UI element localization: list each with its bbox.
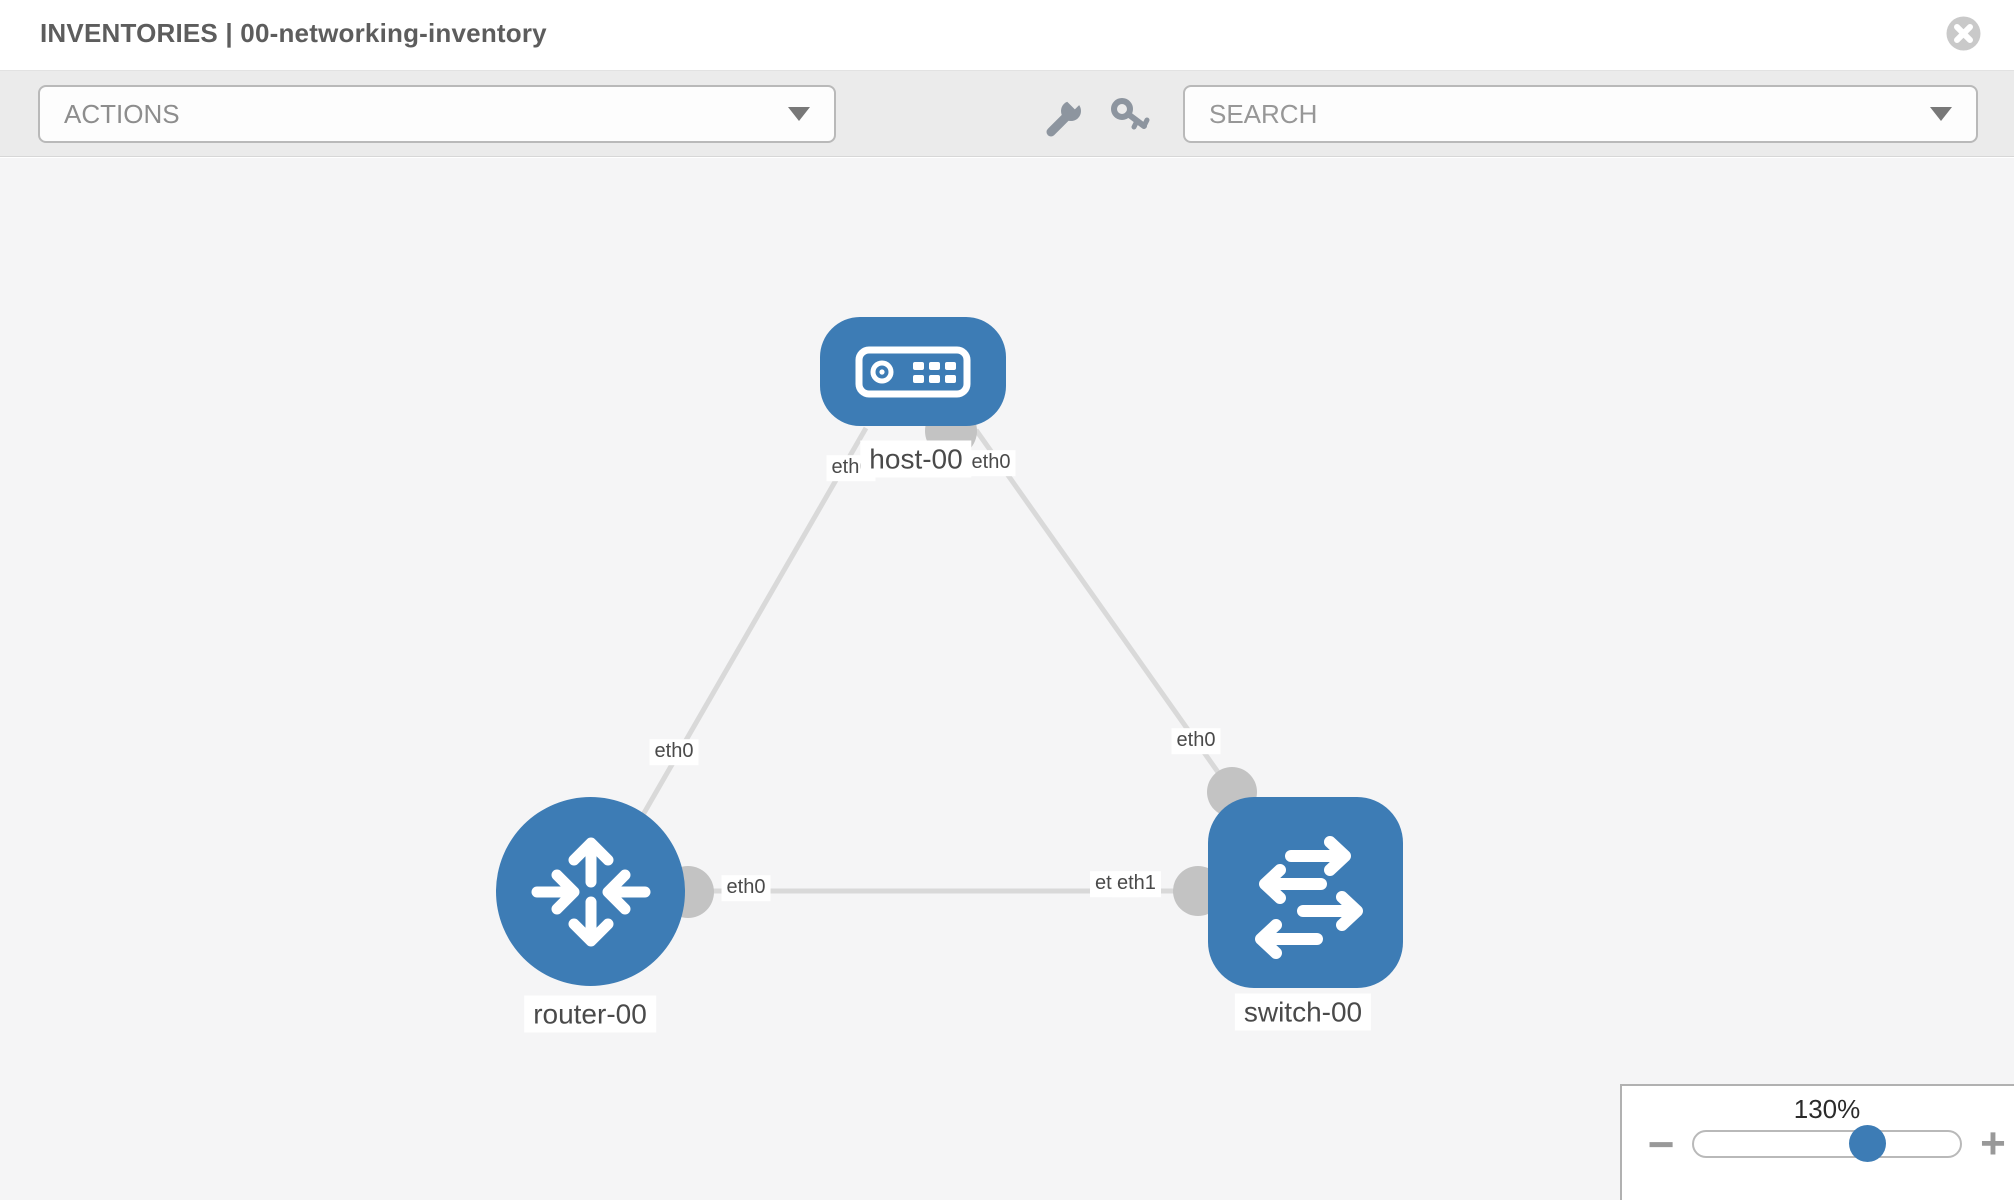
search-dropdown[interactable]: SEARCH [1183,85,1978,143]
topology-canvas[interactable]: eth0 eth0 eth0 eth0 eth0 eth0 eth1 host-… [0,158,2014,1200]
page-title: INVENTORIES | 00-networking-inventory [40,18,547,48]
iface-label-switch-eth1: eth1 [1112,871,1161,897]
host-icon [855,346,971,397]
zoom-panel: 130% − + [1620,1084,2014,1200]
zoom-out-button[interactable]: − [1647,1118,1675,1170]
key-icon [1111,98,1150,130]
toolbar: ACTIONS SEARCH [0,71,2014,157]
wrench-icon [1046,94,1082,137]
iface-label-host-eth0-right: eth0 [966,450,1016,476]
chevron-down-icon [1930,107,1952,121]
zoom-slider-knob[interactable] [1849,1125,1886,1162]
node-label-host-00: host-00 [860,440,972,478]
actions-dropdown-label: ACTIONS [64,98,180,129]
close-icon [1946,16,1981,51]
switch-icon [1254,835,1363,959]
actions-dropdown[interactable]: ACTIONS [38,85,836,143]
router-icon [531,837,650,946]
node-label-router-00: router-00 [524,995,656,1033]
credentials-button[interactable] [1108,95,1152,139]
zoom-slider-row: − + [1622,1118,2014,1170]
node-host-00[interactable] [820,317,1006,426]
search-placeholder: SEARCH [1209,98,1318,129]
node-router-00[interactable] [496,797,685,986]
node-switch-00[interactable] [1208,797,1403,988]
iface-label-switch-eth0-top: eth0 [1171,728,1221,754]
iface-label-router-eth0-top: eth0 [649,739,699,765]
header: INVENTORIES | 00-networking-inventory [0,0,2014,71]
topology-edges-layer [600,405,1257,918]
chevron-down-icon [788,107,810,121]
zoom-in-button[interactable]: + [1980,1119,2006,1168]
zoom-level: 130% [1793,1094,1861,1124]
configure-button[interactable] [1042,94,1086,139]
close-button[interactable] [1946,16,1981,51]
node-label-switch-00: switch-00 [1234,993,1372,1031]
zoom-slider[interactable] [1692,1125,1962,1162]
iface-label-router-eth0-right: eth0 [721,875,771,901]
